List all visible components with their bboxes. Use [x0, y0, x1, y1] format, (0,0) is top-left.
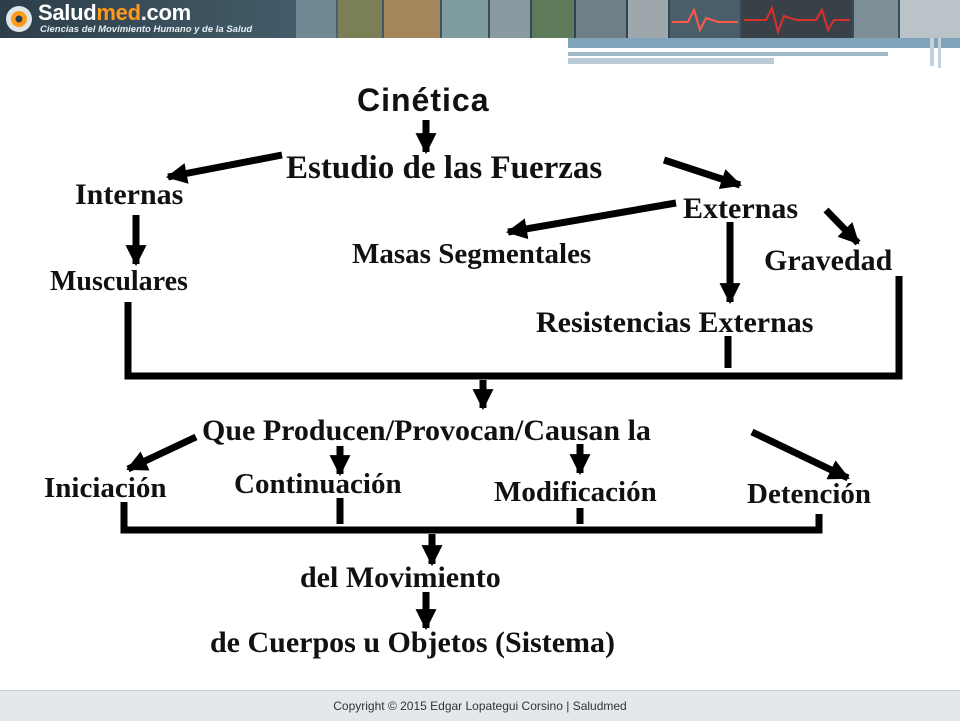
- node-internal: Internas: [75, 178, 184, 211]
- footer: Copyright © 2015 Edgar Lopategui Corsino…: [0, 690, 960, 721]
- node-initiation: Iniciación: [44, 472, 167, 504]
- forces-bracket: [124, 276, 903, 380]
- arrow-produce-to-initiation: [126, 433, 198, 473]
- arrow-study-to-internal: [165, 151, 283, 184]
- node-segmental-masses: Masas Segmentales: [352, 238, 592, 270]
- node-external: Externas: [683, 192, 798, 225]
- photo-collage: [296, 0, 960, 38]
- site-name[interactable]: Saludmed.com: [38, 0, 191, 25]
- node-bodies-or-objects: de Cuerpos u Objetos (Sistema): [210, 626, 615, 659]
- diagram-title: Cinética: [357, 82, 490, 118]
- copyright-text: Copyright © 2015 Edgar Lopategui Corsino…: [333, 699, 627, 713]
- logo-icon: [6, 6, 32, 32]
- node-gravity: Gravedad: [764, 244, 893, 277]
- node-study-of-forces: Estudio de las Fuerzas: [286, 150, 603, 186]
- arrow-produce-to-stop: [750, 428, 850, 482]
- node-muscular: Musculares: [50, 266, 188, 297]
- node-produce: Que Producen/Provocan/Causan la: [202, 414, 651, 447]
- node-movement: del Movimiento: [300, 561, 501, 594]
- node-stop: Detención: [747, 478, 872, 510]
- arrow-study-to-external: [662, 156, 742, 190]
- arrow-external-to-segmental-masses: [505, 199, 677, 240]
- effects-bracket: [120, 502, 823, 534]
- header-divider-lines: [568, 38, 960, 68]
- node-external-resistances: Resistencias Externas: [536, 306, 814, 339]
- site-tagline: Ciencias del Movimiento Humano y de la S…: [40, 24, 253, 35]
- arrow-external-to-gravity: [823, 207, 861, 246]
- header-banner: Saludmed.com Ciencias del Movimiento Hum…: [0, 0, 960, 38]
- node-modification: Modificación: [494, 476, 657, 508]
- node-continuation: Continuación: [234, 468, 402, 500]
